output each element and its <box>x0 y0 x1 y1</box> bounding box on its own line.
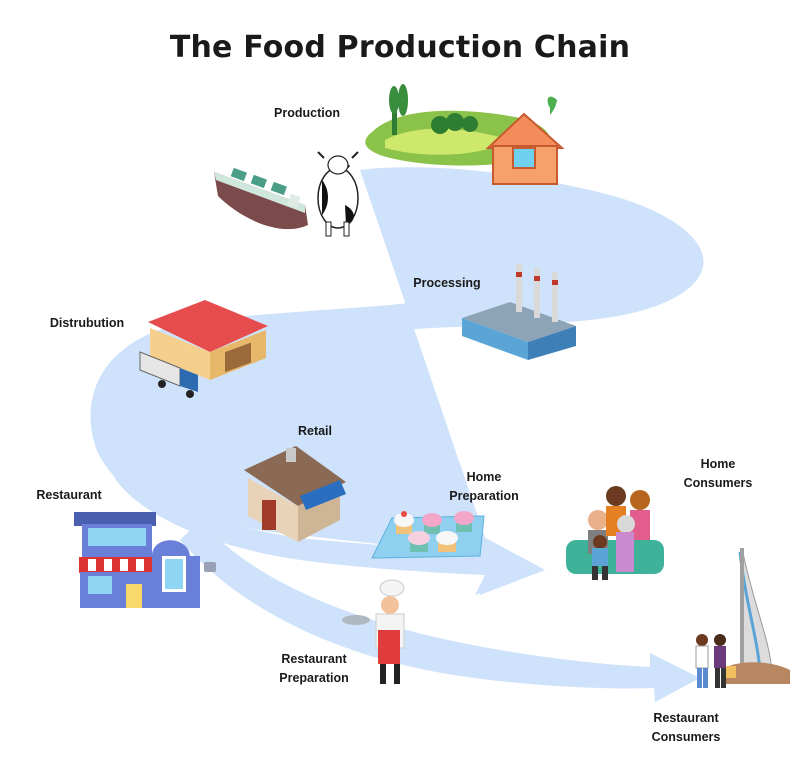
farm-icon <box>365 84 565 185</box>
flow-branch <box>180 520 700 702</box>
label-distribution: Distrubution <box>49 316 125 330</box>
label-home-consumers: Home Consumers <box>683 457 753 490</box>
restaurant-icon <box>74 512 216 608</box>
label-processing: Processing <box>413 276 481 290</box>
store-icon <box>244 446 346 542</box>
chef-icon <box>342 579 405 684</box>
couple-icon <box>695 634 736 688</box>
label-home-preparation: Home Preparation <box>449 470 519 503</box>
cupcakes-icon <box>371 511 485 559</box>
cow-icon <box>317 151 359 237</box>
warehouse-icon <box>148 300 268 380</box>
truck-icon <box>139 351 198 398</box>
page-title: The Food Production Chain <box>169 30 631 65</box>
factory-icon <box>462 264 576 360</box>
label-restaurant-consumers: Restaurant Consumers <box>651 711 721 744</box>
label-restaurant: Restaurant <box>36 488 102 502</box>
label-restaurant-preparation: Restaurant Preparation <box>279 652 349 685</box>
hotel-tower-icon <box>724 547 790 684</box>
label-production: Production <box>274 106 340 120</box>
ship-icon <box>214 167 308 230</box>
flow-path <box>90 167 704 595</box>
label-retail: Retail <box>297 424 333 438</box>
family-icon <box>566 486 664 580</box>
